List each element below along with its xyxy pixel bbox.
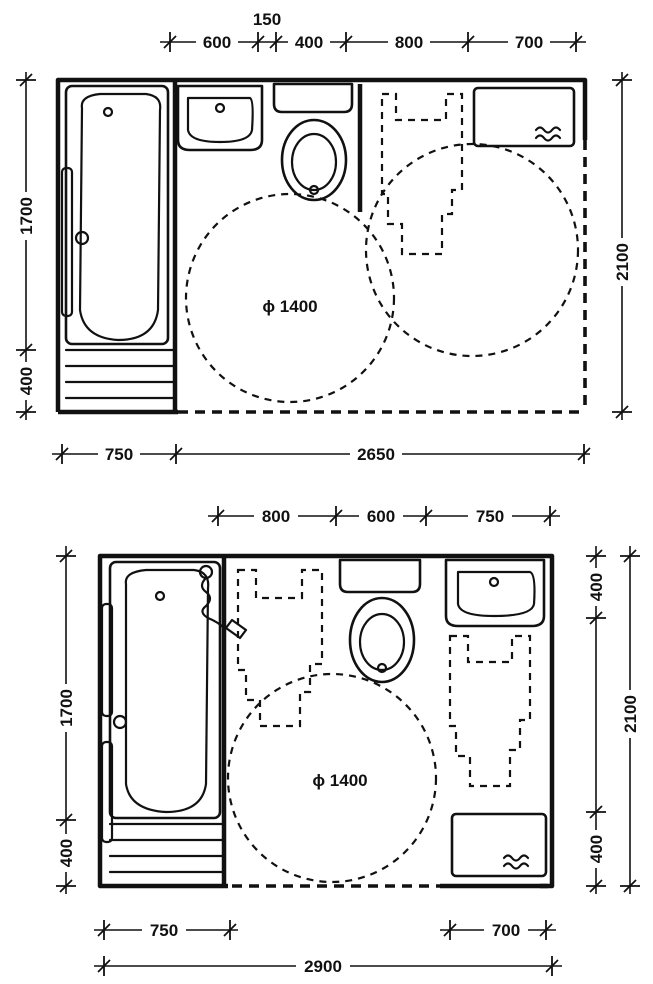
toilet [272,82,354,202]
wheelchair-footprint [380,92,464,256]
dimension-right: 2100 [612,72,632,420]
turning-circle-2 [364,142,580,358]
shower-tray [472,86,576,148]
dimension-right-2: 400 400 2100 [586,546,640,894]
dim-bottom2-750: 750 [150,921,178,940]
circle-label-top: ϕ 1400 [262,297,317,316]
dim-bottom2-2900: 2900 [304,957,342,976]
dim-top2-750: 750 [476,507,504,526]
dim-bottom2-700: 700 [492,921,520,940]
dimension-left-2: 1700 400 [56,546,76,894]
hand-shower [198,564,248,640]
dim-left-1700: 1700 [17,197,36,235]
dimension-top-2: 800 600 750 [208,506,560,526]
plan-bottom: ϕ 1400 800 600 750 1700 400 [56,506,640,976]
toilet-2 [338,558,422,684]
dim-top-800: 800 [395,33,423,52]
dimension-top: 600 150 400 800 700 [160,10,586,52]
plan-top-wall [55,77,588,412]
dim-top-700: 700 [515,33,543,52]
turning-circle-3 [226,672,438,884]
dim-top2-600: 600 [367,507,395,526]
dim-bottom-2650: 2650 [357,445,395,464]
wheelchair-footprint-2 [236,568,324,728]
dim-left2-400: 400 [57,839,76,867]
plan-top: ϕ 1400 600 150 400 800 700 [16,10,632,464]
circle-label-bottom: ϕ 1400 [312,771,367,790]
dim-bottom-750: 750 [105,445,133,464]
dim-top-600: 600 [203,33,231,52]
dim-left2-1700: 1700 [57,689,76,727]
shower-tray-2 [450,812,548,878]
dim-right2-400-top: 400 [587,573,606,601]
washbasin [176,84,264,152]
dim-top-150: 150 [253,10,281,29]
washbasin-2 [444,558,546,628]
dim-top-400: 400 [295,33,323,52]
dim-left-400: 400 [17,367,36,395]
plan-bottom-wall [97,553,555,889]
dimension-left: 1700 400 [16,72,36,420]
dim-right2-2100: 2100 [621,695,640,733]
turning-circle-1 [184,192,396,404]
bathtub [60,84,177,400]
dimension-bottom: 750 2650 [52,444,591,464]
bathtub-2 [100,560,226,874]
wheelchair-footprint-3 [448,634,532,788]
dim-right-2100: 2100 [613,243,632,281]
dim-right2-400-bottom: 400 [587,835,606,863]
dim-top2-800: 800 [262,507,290,526]
dimension-bottom-2: 750 700 2900 [94,920,562,976]
